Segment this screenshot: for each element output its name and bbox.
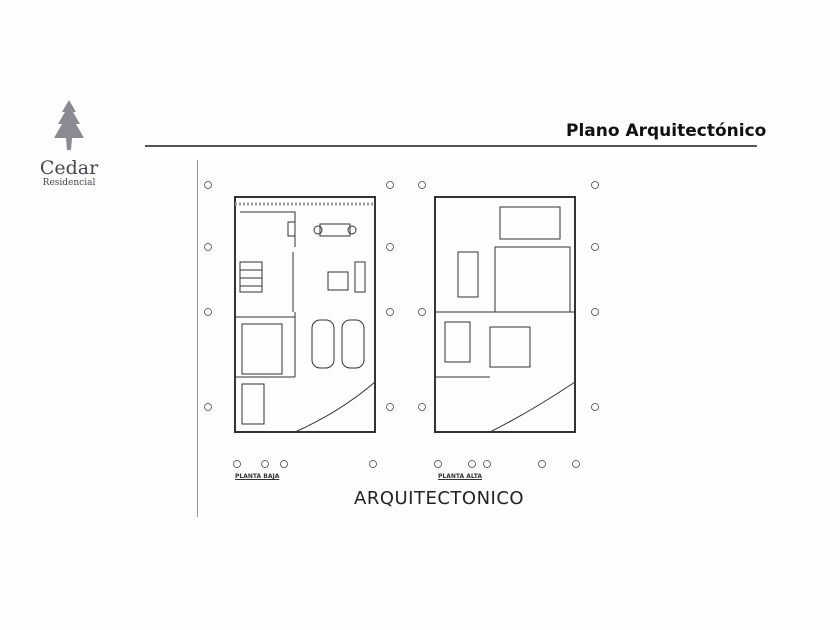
ground-floor-plan [234,196,376,433]
plan-caption: ARQUITECTONICO [354,488,525,509]
header-divider [145,145,757,147]
logo-name: Cedar [39,157,99,179]
margin-line [197,160,198,517]
upper-floor-label: PLANTA ALTA [438,473,482,480]
cedar-logo: Cedar Residencial [36,98,102,188]
floor-plans-drawing [204,181,599,468]
pine-tree-icon [54,100,84,150]
upper-floor-plan [434,196,576,433]
logo-subtitle: Residencial [42,178,96,188]
page-title: Plano Arquitectónico [566,121,767,141]
grid-markers [204,181,599,468]
ground-floor-label: PLANTA BAJA [235,473,280,480]
